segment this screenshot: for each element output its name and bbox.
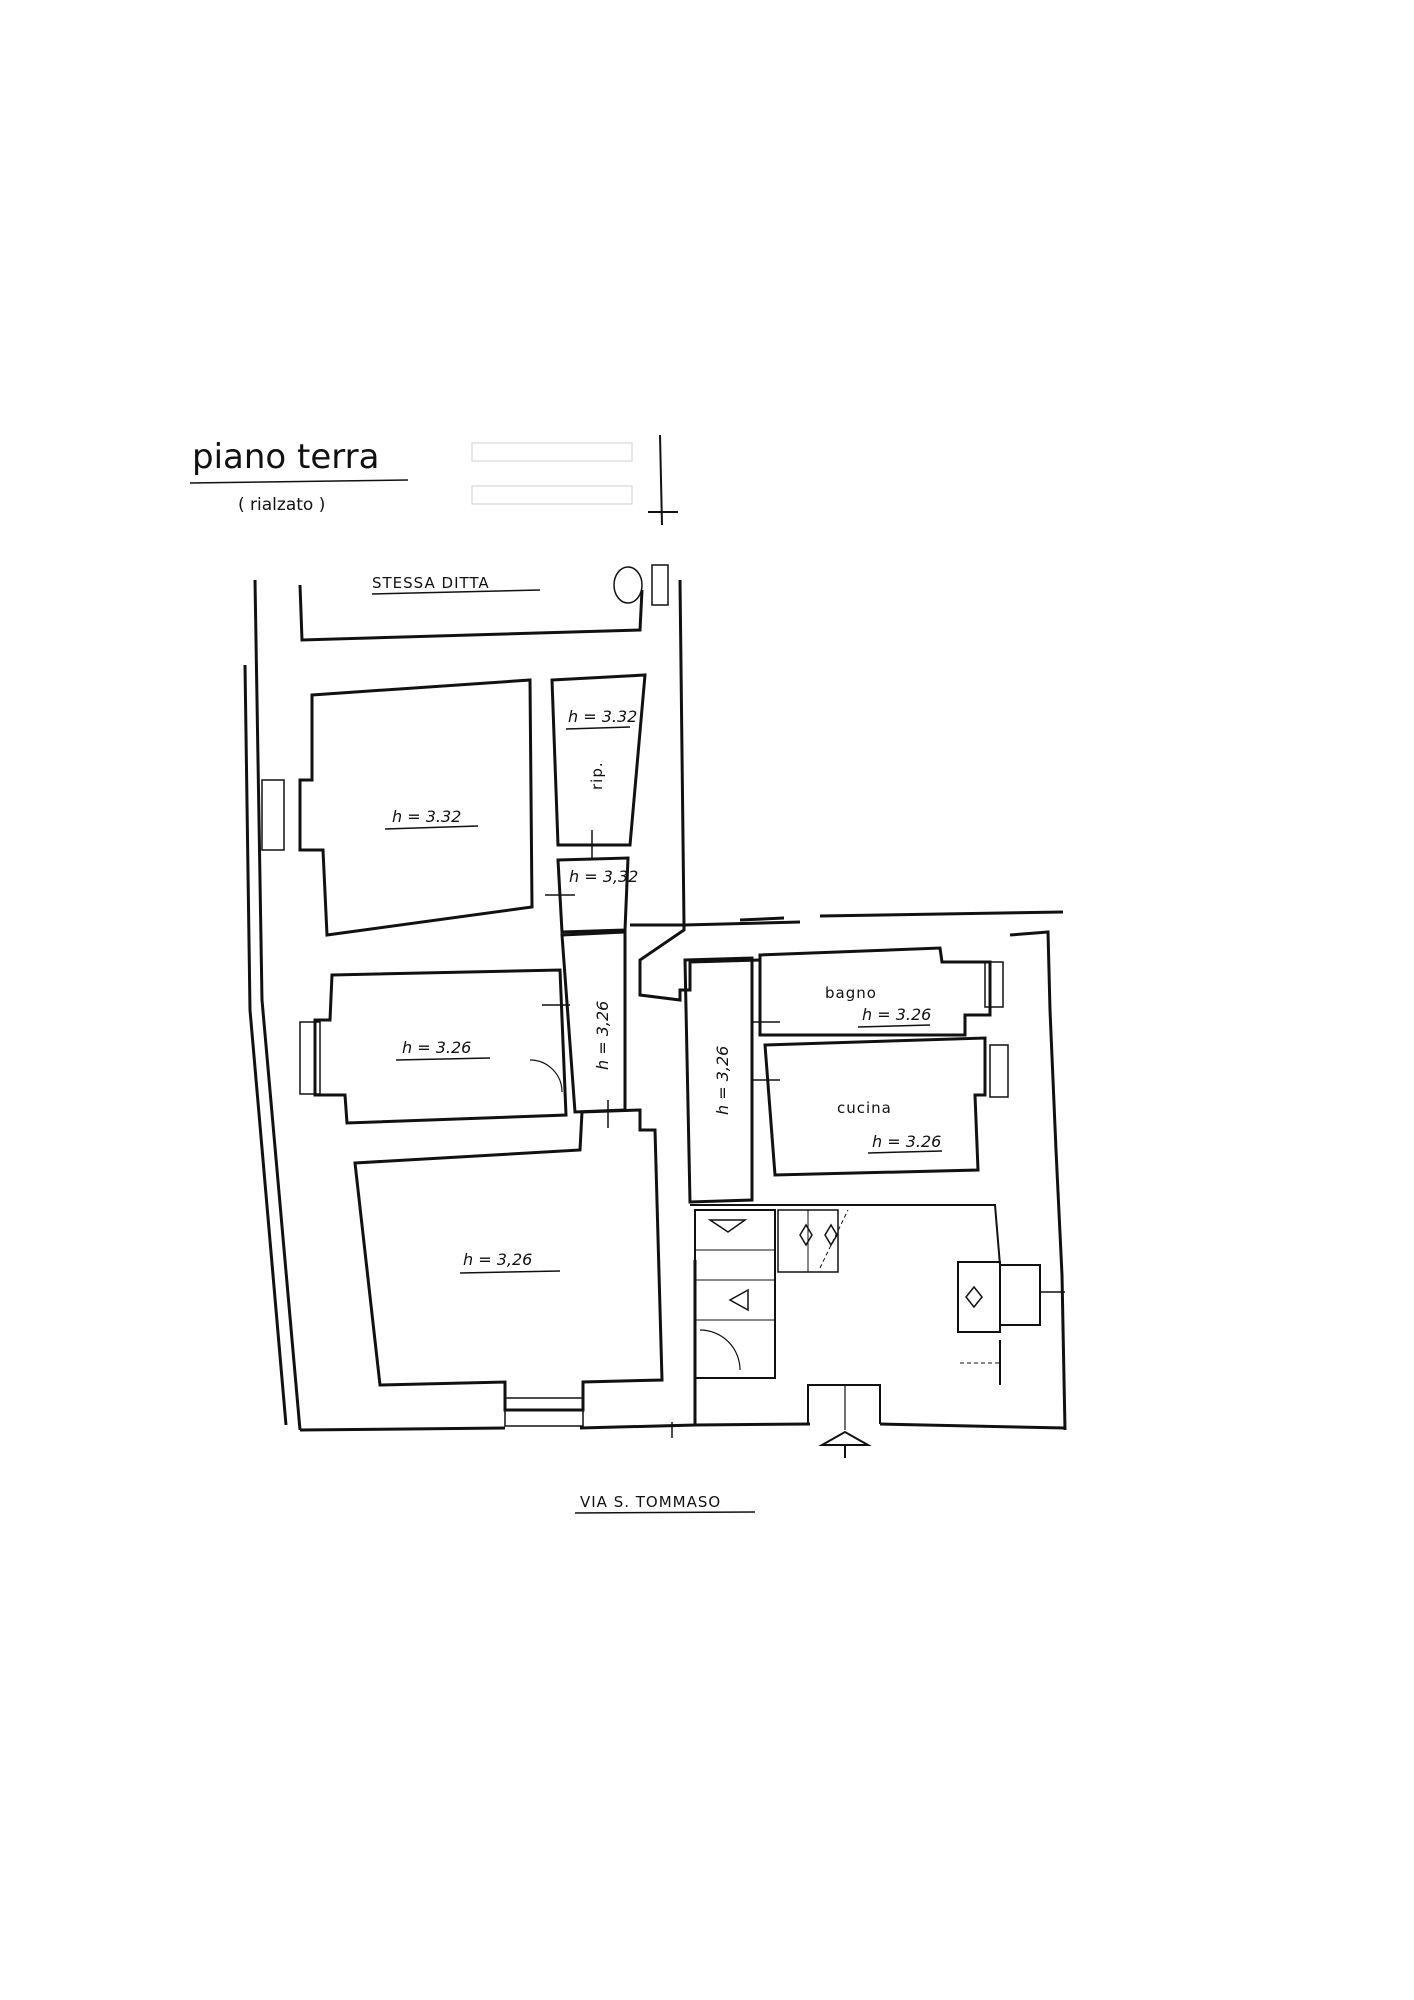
room-middle-left-height-underline <box>395 1057 491 1061</box>
corridor-left: h = 3,26 <box>560 930 627 1128</box>
outer-walls <box>243 579 1067 1432</box>
room-cucina: cucina h = 3.26 <box>763 1036 1009 1177</box>
corridor-right: h = 3,26 <box>683 956 780 1204</box>
window-middle-left <box>299 1021 321 1095</box>
arrow-stair-left <box>728 1288 749 1312</box>
ripostiglio-name: rip. <box>588 761 606 790</box>
stair-dashed <box>819 1209 849 1269</box>
room-bagno: bagno h = 3.26 <box>758 946 1004 1037</box>
cucina-height-underline <box>867 1150 943 1154</box>
room-top-left-height: h = 3.32 <box>392 807 461 826</box>
corridor-left-height: h = 3,26 <box>593 1001 612 1070</box>
faint-legend-1 <box>471 442 633 462</box>
room-bottom-left-outline <box>353 1108 664 1412</box>
north-east-wall <box>678 579 686 926</box>
stair-marker-2 <box>824 1223 838 1247</box>
cucina-height: h = 3.26 <box>872 1132 941 1151</box>
room-top-left-height-underline <box>384 825 479 830</box>
ripostiglio-height: h = 3.32 <box>568 707 637 726</box>
bagno-height-underline <box>857 1024 931 1028</box>
street-label-underline <box>574 1511 756 1514</box>
arrow-stair-up <box>707 1219 748 1233</box>
east-bay <box>957 1261 1001 1333</box>
window-bagno <box>984 961 1004 1008</box>
passage-small-outline <box>556 856 630 934</box>
window-cucina <box>989 1044 1009 1098</box>
north-label-underline <box>371 589 541 595</box>
stair-north-wall <box>690 1204 1001 1266</box>
room-top-left: h = 3.32 <box>261 678 534 937</box>
east-bay-outer <box>999 1264 1041 1326</box>
door-swing-stair <box>699 1329 741 1371</box>
room-bottom-left-height: h = 3,26 <box>463 1250 532 1269</box>
window-bottom-left <box>504 1397 584 1427</box>
east-wall <box>1009 930 1067 1431</box>
east-bay-marker <box>965 1285 983 1309</box>
faint-legend-2 <box>471 485 633 505</box>
west-wall-outer <box>253 579 302 1431</box>
south-wall-east <box>879 1422 1066 1430</box>
ripostiglio-outline <box>550 673 647 847</box>
west-wall-outer-2 <box>243 664 288 1426</box>
title-block: piano terra ( rialzato ) <box>189 434 678 526</box>
crosshair-mark <box>659 434 663 526</box>
street-label: VIA S. TOMMASO <box>580 1493 721 1511</box>
ripostiglio-height-underline <box>565 726 631 730</box>
east-step-wall-gap <box>739 916 785 922</box>
room-middle-left: h = 3.26 <box>299 968 570 1125</box>
south-wall-west <box>299 1426 506 1432</box>
cucina-outline <box>763 1036 987 1177</box>
east-step-wall-b <box>819 910 1064 918</box>
title-underline <box>189 479 409 484</box>
room-bottom-left: h = 3,26 <box>353 1108 664 1427</box>
corridor-right-height: h = 3,26 <box>713 1046 732 1115</box>
hall-walls <box>630 923 761 1002</box>
door-swing-middle-left <box>529 1059 563 1093</box>
room-middle-left-height: h = 3.26 <box>402 1038 471 1057</box>
east-step-wall-a <box>683 920 801 927</box>
bagno-height: h = 3.26 <box>862 1005 931 1024</box>
south-wall-centre <box>694 1422 811 1427</box>
bagno-outline <box>758 946 992 1037</box>
plan-subtitle: ( rialzato ) <box>238 495 325 515</box>
north-wall <box>298 584 644 642</box>
entrance-niche <box>807 1384 881 1424</box>
south-wall-middle <box>579 1260 697 1430</box>
room-top-left-outline <box>298 678 534 937</box>
room-passage-small: h = 3,32 <box>545 856 638 934</box>
room-bottom-left-height-underline <box>459 1270 561 1274</box>
window-top-left <box>261 779 285 851</box>
stair-area <box>690 1204 1065 1430</box>
passage-small-height: h = 3,32 <box>569 867 638 886</box>
north-neighbour-label: STESSA DITTA <box>372 574 490 592</box>
entrance-arrow-main <box>818 1430 872 1446</box>
cucina-name: cucina <box>837 1099 892 1117</box>
stair-flight-west <box>694 1209 776 1379</box>
room-middle-left-outline <box>313 968 568 1125</box>
basin-fixture-icon <box>651 564 669 606</box>
stair-marker-1 <box>799 1223 813 1247</box>
plan-title: piano terra <box>192 437 379 477</box>
room-ripostiglio: h = 3.32 rip. <box>550 673 647 860</box>
wc-fixture-icon <box>613 566 643 604</box>
corridor-right-outline <box>683 956 754 1204</box>
bagno-name: bagno <box>825 984 877 1002</box>
